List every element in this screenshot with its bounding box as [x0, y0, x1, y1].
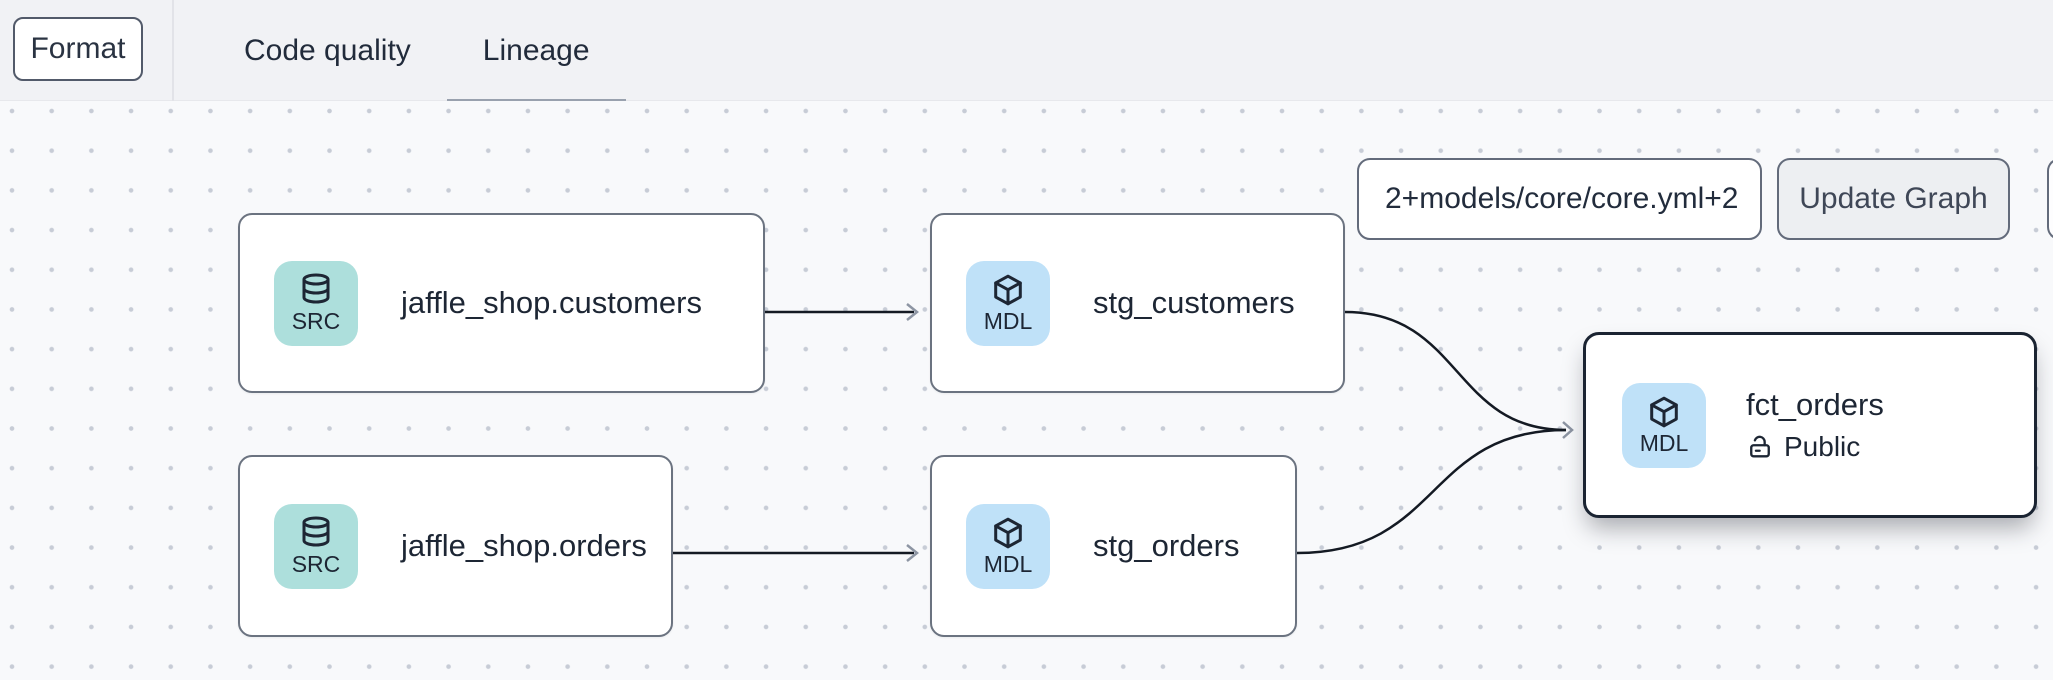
node-label: fct_orders: [1746, 387, 1884, 422]
tab-bar: Code quality Lineage: [208, 0, 626, 104]
model-badge: MDL: [966, 503, 1050, 589]
database-icon: [302, 273, 330, 304]
toolbar: Format Code quality Lineage: [0, 0, 2053, 104]
node-jaffle-shop-customers[interactable]: SRC jaffle_shop.customers: [238, 213, 765, 393]
unlock-icon: [1750, 435, 1770, 458]
offscreen-button-partial[interactable]: [2047, 158, 2053, 240]
badge-label: MDL: [983, 308, 1033, 335]
node-label: stg_customers: [1093, 285, 1295, 320]
source-badge: SRC: [274, 260, 358, 346]
node-label: stg_orders: [1093, 528, 1240, 563]
node-stg-orders[interactable]: MDL stg_orders: [930, 455, 1297, 637]
node-label: jaffle_shop.customers: [401, 285, 702, 320]
node-stg-customers[interactable]: MDL stg_customers: [930, 213, 1345, 393]
package-icon: [994, 518, 1022, 549]
update-graph-button[interactable]: Update Graph: [1777, 158, 2010, 240]
source-badge: SRC: [274, 503, 358, 589]
toolbar-divider: [172, 0, 174, 101]
badge-label: SRC: [291, 308, 341, 335]
access-label: Public: [1784, 431, 1861, 462]
access-row: Public: [1746, 431, 1884, 463]
tab-lineage[interactable]: Lineage: [446, 0, 626, 104]
node-label: jaffle_shop.orders: [401, 528, 647, 563]
badge-label: MDL: [1639, 430, 1689, 457]
node-fct-orders[interactable]: MDL fct_orders Public: [1583, 332, 2037, 518]
model-badge: MDL: [966, 260, 1050, 346]
lineage-edges: [673, 303, 1574, 562]
model-selector-input[interactable]: [1357, 158, 1762, 240]
model-badge: MDL: [1622, 382, 1706, 468]
tab-code-quality[interactable]: Code quality: [244, 33, 411, 67]
badge-label: MDL: [983, 551, 1033, 578]
database-icon: [302, 516, 330, 547]
format-button[interactable]: Format: [13, 17, 143, 81]
badge-label: SRC: [291, 551, 341, 578]
package-icon: [994, 275, 1022, 306]
package-icon: [1650, 397, 1678, 428]
node-jaffle-shop-orders[interactable]: SRC jaffle_shop.orders: [238, 455, 673, 637]
